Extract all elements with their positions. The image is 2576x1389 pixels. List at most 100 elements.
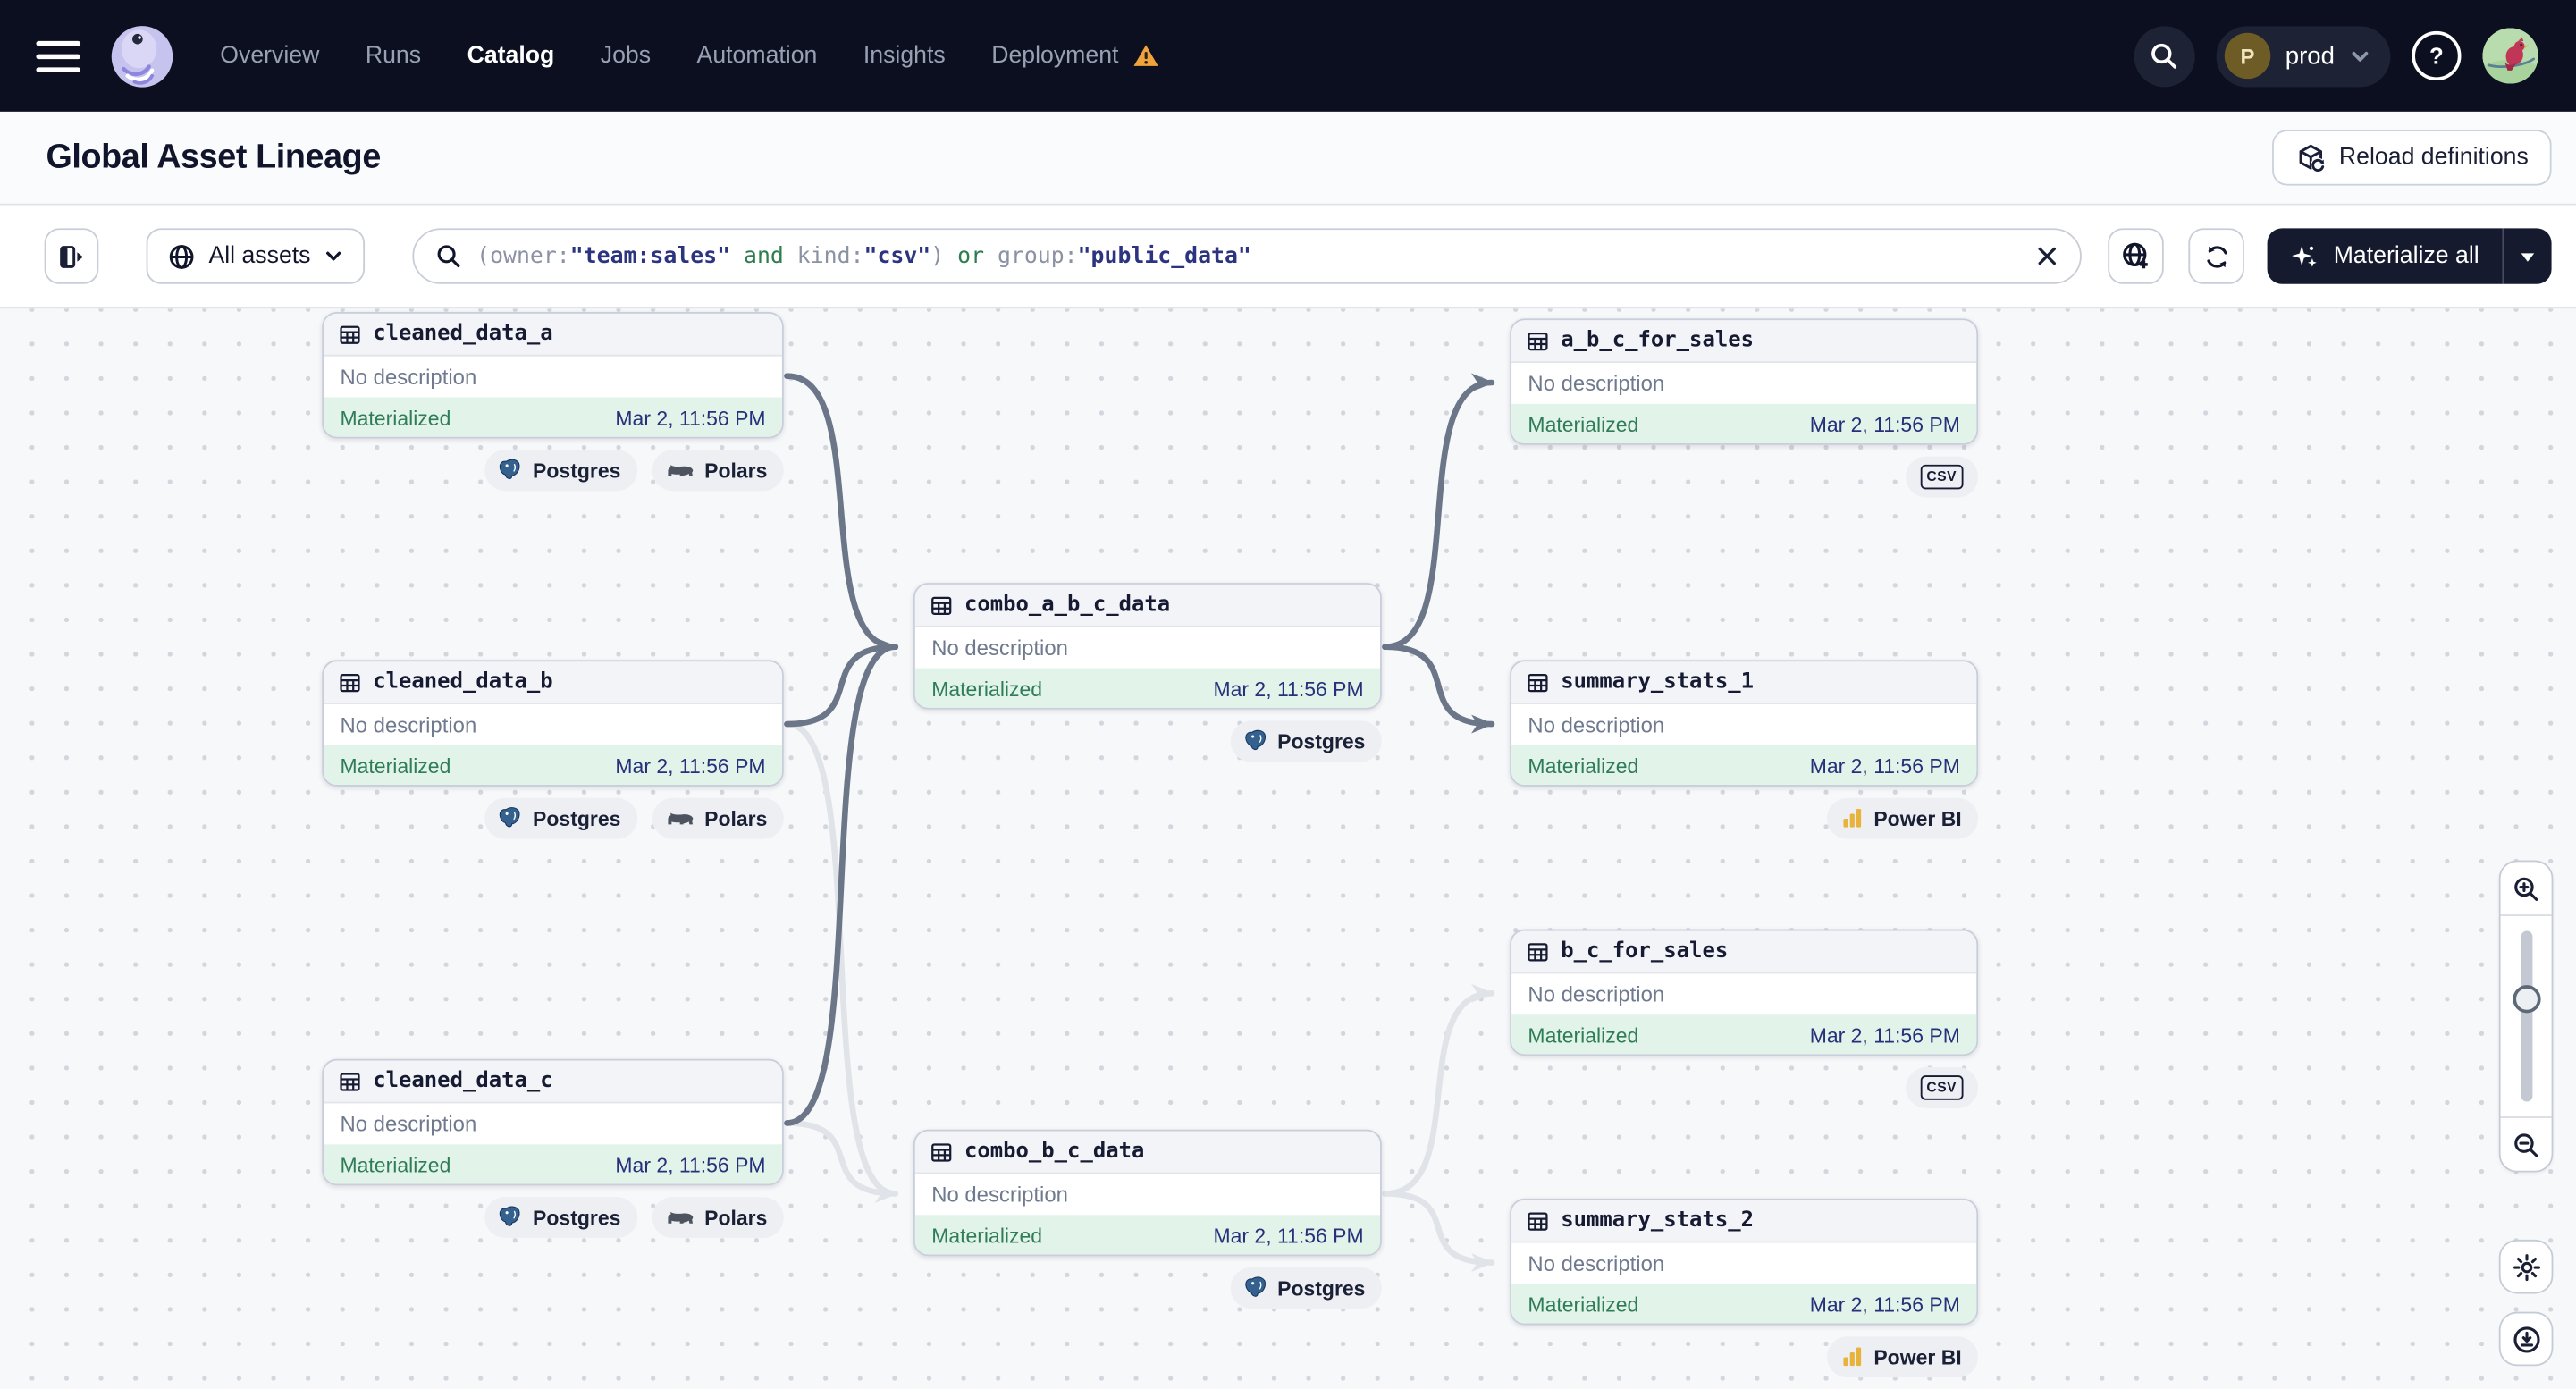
deployment-name: prod <box>2285 41 2335 71</box>
globe-plus-icon <box>2122 241 2151 271</box>
asset-scope-dropdown[interactable]: All assets <box>146 228 366 284</box>
nav-item-overview[interactable]: Overview <box>220 42 320 70</box>
materialized-timestamp: Mar 2, 11:56 PM <box>615 407 766 431</box>
powerbi-icon <box>1839 1344 1865 1369</box>
polars-icon <box>665 1208 695 1227</box>
kind-badge-polars[interactable]: Polars <box>652 1197 784 1239</box>
refresh-button[interactable] <box>2188 228 2245 284</box>
kind-badge-postgres[interactable]: Postgres <box>484 1197 637 1239</box>
materialize-all-button[interactable]: Materialize all <box>2268 228 2552 284</box>
table-icon <box>339 1070 362 1093</box>
asset-name: combo_b_c_data <box>964 1139 1145 1165</box>
nav-item-catalog[interactable]: Catalog <box>467 42 555 70</box>
kind-badge-postgres[interactable]: Postgres <box>484 797 637 839</box>
kind-badge-polars[interactable]: Polars <box>652 450 784 492</box>
deployment-initial-badge: P <box>2224 32 2271 80</box>
kind-badge-powerbi[interactable]: Power BI <box>1826 1336 1979 1378</box>
kind-badge-csv[interactable]: CSV <box>1905 1066 1979 1108</box>
deployment-switcher[interactable]: P prod <box>2216 25 2391 87</box>
kind-badge-powerbi[interactable]: Power BI <box>1826 797 1979 839</box>
hamburger-menu-icon[interactable] <box>36 40 81 72</box>
zoom-out-button[interactable] <box>2500 1116 2552 1171</box>
nav-item-deployment[interactable]: Deployment <box>991 43 1159 69</box>
kind-badge-postgres[interactable]: Postgres <box>1229 1267 1382 1309</box>
zoom-in-button[interactable] <box>2500 862 2552 916</box>
asset-kind-badges: Postgres <box>913 720 1382 762</box>
asset-kind-badges: CSV <box>1510 1066 1979 1108</box>
zoom-panel <box>2498 860 2554 1173</box>
zoom-slider[interactable] <box>2501 916 2552 1116</box>
nav-item-runs[interactable]: Runs <box>365 42 422 70</box>
asset-description: No description <box>340 1111 477 1137</box>
clear-search-button[interactable] <box>2034 243 2060 269</box>
table-icon <box>1527 1209 1550 1233</box>
zoom-slider-track[interactable] <box>2520 930 2532 1102</box>
asset-name: cleaned_data_c <box>373 1068 553 1094</box>
asset-search-input[interactable]: (owner:"team:sales" and kind:"csv") or g… <box>412 228 2083 284</box>
reload-definitions-button[interactable]: Reload definitions <box>2271 130 2552 186</box>
help-button[interactable]: ? <box>2412 30 2462 81</box>
materialized-status: Materialized <box>1528 413 1639 437</box>
open-left-panel-button[interactable] <box>44 228 99 284</box>
asset-description: No description <box>931 1182 1068 1208</box>
asset-node-header: cleaned_data_b <box>324 661 782 705</box>
materialize-options-caret[interactable] <box>2502 228 2551 284</box>
sparkle-icon <box>2291 242 2319 270</box>
materialized-status: Materialized <box>1528 1293 1639 1317</box>
page-title: Global Asset Lineage <box>46 138 381 176</box>
asset-name: a_b_c_for_sales <box>1561 328 1754 353</box>
user-avatar[interactable] <box>2482 28 2538 84</box>
postgres-icon <box>1243 729 1268 754</box>
nav-item-jobs[interactable]: Jobs <box>600 42 652 70</box>
navbar-left: Overview Runs Catalog Jobs Automation In… <box>36 22 1159 89</box>
lineage-edge-cleaned_data_c-to-combo_a_b_c_data <box>784 637 899 1126</box>
dagster-logo-icon[interactable] <box>108 22 175 89</box>
postgres-icon <box>498 1205 523 1230</box>
search-button[interactable] <box>2134 25 2195 87</box>
materialize-all-main[interactable]: Materialize all <box>2268 228 2502 283</box>
asset-kind-badges: Postgres <box>913 1267 1382 1309</box>
materialized-timestamp: Mar 2, 11:56 PM <box>1213 1225 1364 1249</box>
zoom-slider-thumb[interactable] <box>2512 985 2540 1014</box>
graph-settings-button[interactable] <box>2498 1239 2554 1294</box>
globe-icon <box>167 242 195 270</box>
lineage-edge-cleaned_data_b-to-combo_b_c_data <box>784 720 899 1203</box>
view-global-lineage-button[interactable] <box>2108 228 2165 284</box>
materialized-timestamp: Mar 2, 11:56 PM <box>615 1154 766 1178</box>
asset-name: summary_stats_2 <box>1561 1208 1754 1233</box>
postgres-icon <box>498 458 523 483</box>
kind-badge-label: Power BI <box>1873 806 1962 830</box>
kind-badge-postgres[interactable]: Postgres <box>1229 720 1382 762</box>
kind-badge-polars[interactable]: Polars <box>652 797 784 839</box>
nav-item-insights[interactable]: Insights <box>863 42 946 70</box>
zoom-out-icon <box>2512 1131 2539 1158</box>
table-icon <box>1527 940 1550 964</box>
lineage-edge-combo_a_b_c_data-to-a_b_c_for_sales <box>1382 373 1495 651</box>
download-image-button[interactable] <box>2498 1311 2554 1367</box>
kind-badge-label: Postgres <box>533 459 621 483</box>
kind-badge-label: Polars <box>704 459 768 483</box>
navbar-right: P prod ? <box>2134 25 2538 87</box>
kind-badge-postgres[interactable]: Postgres <box>484 450 637 492</box>
csv-file-icon: CSV <box>1920 465 1964 489</box>
asset-node-header: combo_a_b_c_data <box>914 584 1381 627</box>
chevron-down-icon <box>324 247 343 266</box>
asset-kind-badges: Power BI <box>1510 797 1979 839</box>
page-header: Global Asset Lineage Reload definitions <box>0 111 2576 206</box>
nav-item-automation[interactable]: Automation <box>696 42 818 70</box>
kind-badge-csv[interactable]: CSV <box>1905 456 1979 498</box>
asset-node-header: cleaned_data_c <box>324 1060 782 1104</box>
